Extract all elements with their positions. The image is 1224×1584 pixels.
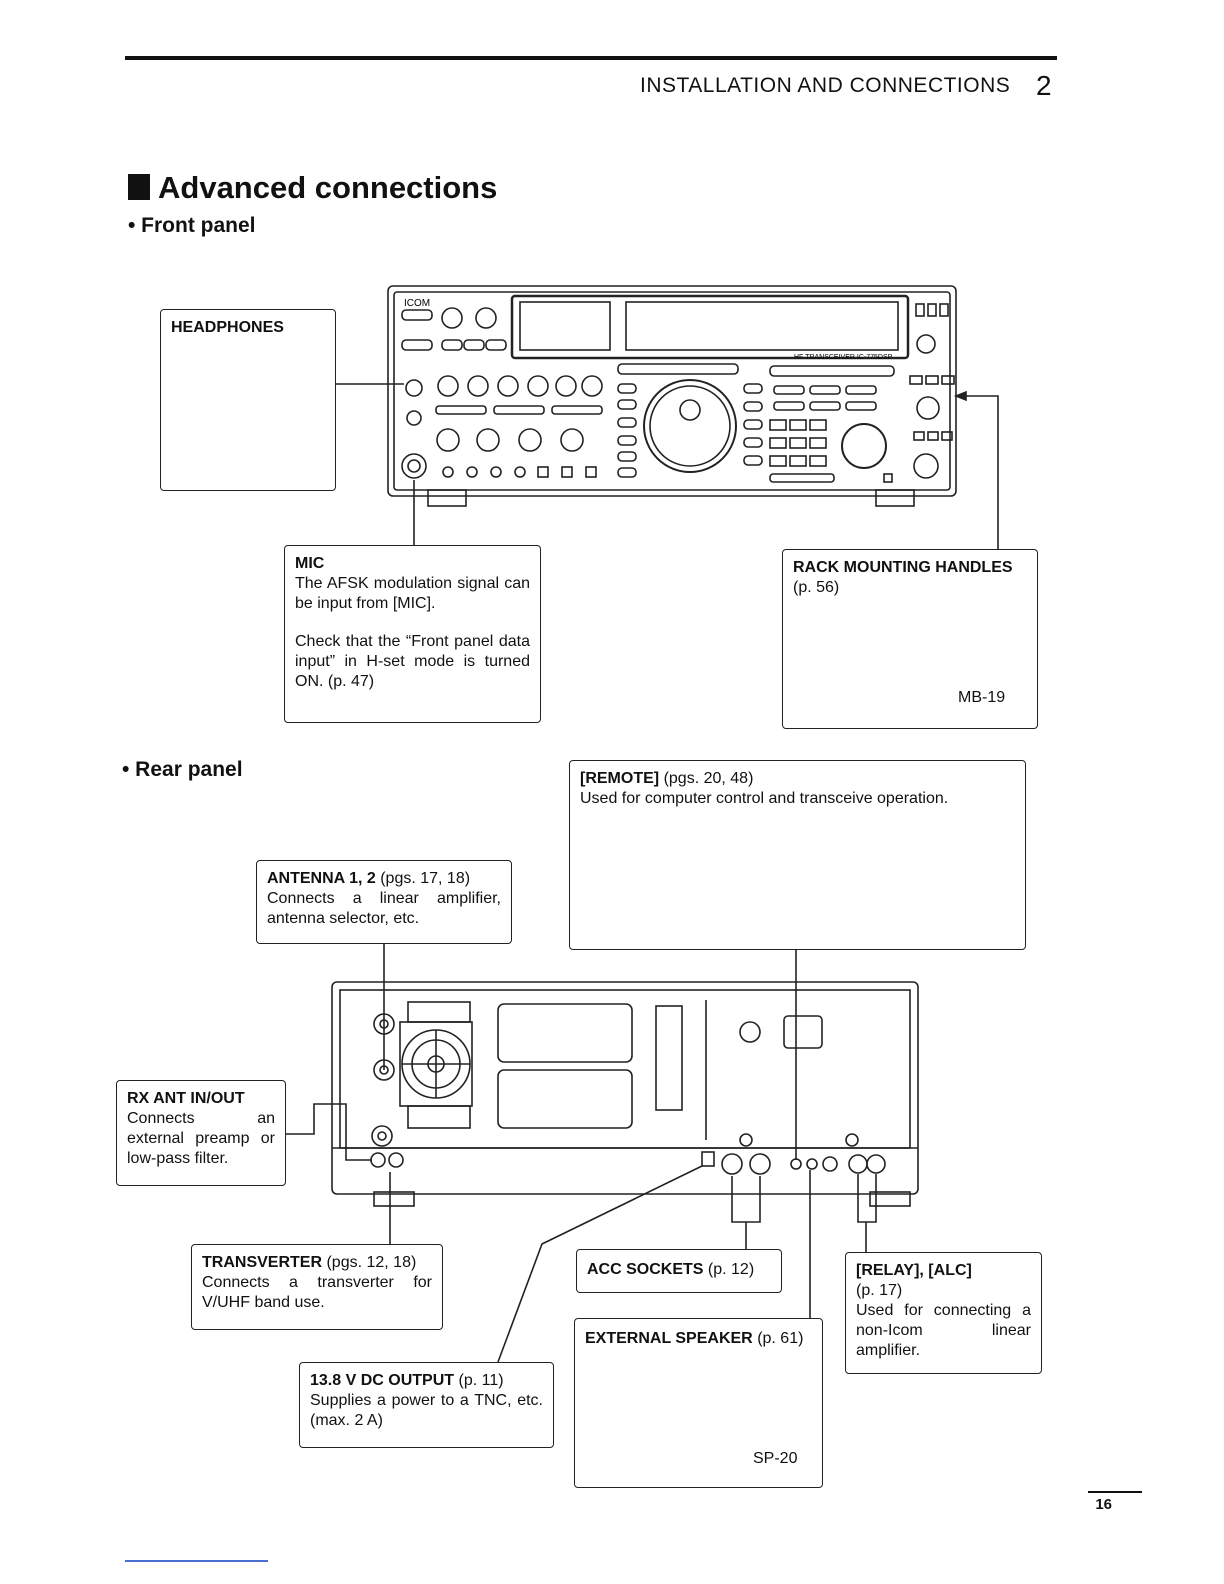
rack-title: RACK MOUNTING HANDLES — [793, 559, 1013, 576]
rack-model: MB-19 — [958, 689, 1006, 706]
header-rule — [125, 56, 1057, 60]
mic-title: MIC — [295, 555, 325, 572]
rx-ant-desc: Connects an external preamp or low-pass … — [127, 1110, 275, 1167]
mic-desc-2: Check that the “Front panel data input” … — [295, 633, 530, 690]
rack-page: (p. 56) — [793, 579, 840, 596]
relay-desc: Used for connecting a non-Icom linear am… — [856, 1302, 1031, 1359]
ext-speaker-page: (p. 61) — [757, 1330, 804, 1347]
dc-output-desc: Supplies a power to a TNC, etc. (max. 2 … — [310, 1392, 543, 1429]
headphones-title: HEADPHONES — [171, 319, 284, 336]
page-number: 16 — [1095, 1496, 1112, 1513]
chapter-number: 2 — [1036, 70, 1052, 101]
mic-callout: MIC The AFSK modulation signal can be in… — [284, 545, 541, 723]
relay-page: (p. 17) — [856, 1282, 903, 1299]
remote-desc: Used for computer control and transceive… — [580, 790, 949, 807]
transverter-desc: Connects a transverter for V/UHF band us… — [202, 1274, 432, 1311]
footer-rule — [125, 1560, 268, 1562]
rx-ant-title: RX ANT IN/OUT — [127, 1090, 245, 1107]
rear-transceiver-illustration — [331, 981, 919, 1207]
rack-handles-callout: RACK MOUNTING HANDLES (p. 56) MB-19 — [782, 549, 1038, 729]
mic-desc-1: The AFSK modulation signal can be input … — [295, 575, 530, 612]
rear-panel-label: • Rear panel — [122, 758, 243, 781]
speaker-model: SP-20 — [753, 1450, 798, 1467]
transverter-callout: TRANSVERTER (pgs. 12, 18) Connects a tra… — [191, 1244, 443, 1330]
relay-title: [RELAY], [ALC] — [856, 1262, 972, 1279]
antenna-desc: Connects a linear amplifier, antenna sel… — [267, 890, 501, 927]
antenna-title: ANTENNA 1, 2 — [267, 870, 376, 887]
section-title: Advanced connections — [128, 170, 497, 206]
chapter-title: INSTALLATION AND CONNECTIONS — [640, 74, 1011, 97]
transverter-title: TRANSVERTER — [202, 1254, 323, 1271]
dc-output-callout: 13.8 V DC OUTPUT (p. 11) Supplies a powe… — [299, 1362, 554, 1448]
ext-speaker-callout: EXTERNAL SPEAKER (p. 61) SP-20 — [574, 1318, 823, 1488]
relay-alc-callout: [RELAY], [ALC] (p. 17) Used for connecti… — [845, 1252, 1042, 1374]
dc-output-title: 13.8 V DC OUTPUT — [310, 1372, 455, 1389]
acc-page: (p. 12) — [707, 1261, 755, 1278]
antenna-pages: (pgs. 17, 18) — [380, 870, 471, 887]
acc-callout: ACC SOCKETS (p. 12) — [576, 1249, 782, 1293]
section-bullet-icon — [128, 174, 150, 200]
rx-ant-callout: RX ANT IN/OUT Connects an external pream… — [116, 1080, 286, 1186]
headphones-callout: HEADPHONES — [160, 309, 336, 491]
remote-pages: (pgs. 20, 48) — [663, 770, 754, 787]
front-panel-label: • Front panel — [128, 214, 256, 237]
antenna-callout: ANTENNA 1, 2 (pgs. 17, 18) Connects a li… — [256, 860, 512, 944]
transverter-pages: (pgs. 12, 18) — [326, 1254, 417, 1271]
front-transceiver-illustration — [387, 285, 957, 507]
remote-title: [REMOTE] — [580, 770, 660, 787]
dc-output-page: (p. 11) — [458, 1372, 504, 1389]
remote-callout: [REMOTE] (pgs. 20, 48) Used for computer… — [569, 760, 1026, 950]
ext-speaker-title: EXTERNAL SPEAKER — [585, 1330, 753, 1347]
radio-model: HF TRANSCEIVER IC-775DSP — [794, 354, 893, 361]
radio-brand: ICOM — [404, 298, 430, 309]
page-number-rule — [1088, 1491, 1142, 1493]
acc-title: ACC SOCKETS — [587, 1261, 704, 1278]
